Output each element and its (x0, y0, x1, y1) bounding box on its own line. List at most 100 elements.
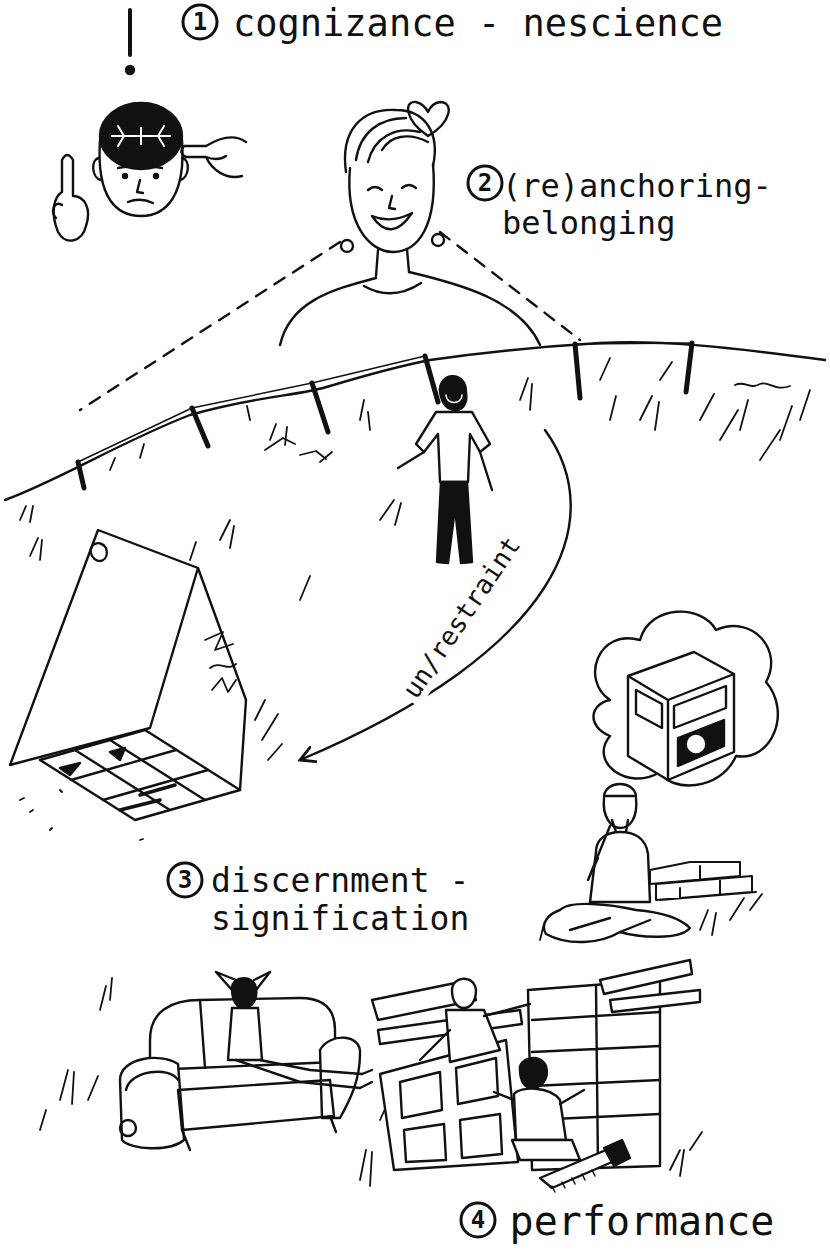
callout-number: 1 (193, 9, 207, 37)
smiling-woman (80, 232, 580, 410)
building-scene (446, 1010, 500, 1062)
sofa-scene (360, 1070, 372, 1088)
thought-cloud (636, 686, 726, 728)
arrow-label: un/restraint (395, 528, 529, 707)
thought-cloud (593, 612, 777, 786)
building-scene (494, 1090, 584, 1104)
curved-arrow (300, 430, 571, 760)
thinking-head (206, 156, 226, 159)
building-scene (600, 960, 700, 1012)
smiling-woman (382, 136, 428, 150)
thinking-head (53, 103, 246, 241)
thinking-head (154, 174, 158, 178)
stage-title: (re)anchoring- belonging (502, 168, 794, 242)
exclamation-symbol (128, 10, 132, 55)
stage-title: discernment - signification (211, 862, 533, 938)
thought-cloud (688, 736, 704, 752)
callout-number: 4 (471, 1207, 485, 1235)
thinking-head (100, 140, 183, 216)
smiling-woman (372, 213, 412, 229)
thought-cloud (628, 652, 734, 780)
building-scene (360, 1132, 702, 1186)
building-scene (520, 1058, 547, 1088)
sitting-man (590, 832, 650, 902)
thinking-head (112, 126, 170, 146)
sofa-scene (236, 1060, 362, 1088)
fenced-field (5, 342, 825, 500)
shed (205, 632, 236, 692)
sofa-scene (126, 1072, 178, 1090)
building-scene (552, 1170, 595, 1192)
smiling-woman (341, 240, 353, 252)
building-scene (400, 1058, 502, 1162)
walking-woman (416, 412, 490, 482)
sitting-man (604, 798, 637, 828)
sitting-man (650, 862, 756, 900)
sitting-man (544, 904, 690, 942)
shed (20, 700, 282, 840)
shed (198, 568, 246, 790)
sofa-scene (182, 1116, 336, 1150)
thinking-head (181, 137, 246, 177)
thinking-head (53, 204, 62, 218)
building-scene (420, 1004, 530, 1060)
shed (71, 740, 208, 810)
thinking-head (100, 103, 182, 169)
fenced-field (78, 343, 692, 488)
shed (40, 730, 240, 820)
thinking-head (180, 158, 188, 180)
shed (91, 543, 107, 561)
sofa-scene (120, 1058, 184, 1148)
stage-title: performance (510, 1198, 775, 1244)
smiling-woman (280, 278, 376, 345)
sofa-scene (120, 1120, 136, 1136)
sitting-man (570, 918, 650, 932)
building-scene (514, 1089, 566, 1140)
smiling-woman (376, 249, 409, 276)
walking-woman (446, 395, 462, 403)
building-scene (452, 979, 476, 1008)
thinking-head (123, 174, 127, 178)
sofa-scene (178, 1080, 334, 1130)
smiling-woman (345, 110, 435, 172)
callout-number: 2 (478, 170, 492, 198)
sofa-scene (320, 1038, 360, 1118)
sitting-man (540, 894, 762, 940)
sitting-man (612, 820, 628, 832)
sitting-man (540, 784, 762, 942)
smiling-woman (349, 164, 433, 252)
building-scene (360, 960, 702, 1192)
smiling-woman (409, 272, 540, 345)
building-scene (512, 1140, 580, 1160)
walking-woman (398, 376, 492, 563)
smiling-woman (389, 196, 395, 209)
sofa-scene (216, 972, 270, 990)
callout-number: 3 (178, 867, 192, 895)
thought-cloud (593, 612, 777, 786)
sofa-scene (232, 978, 256, 1008)
fenced-field (20, 358, 810, 522)
shed (10, 530, 198, 765)
smiling-woman (368, 130, 420, 162)
stage-title: cognizance - nescience (233, 3, 723, 46)
sofa-scene (40, 972, 396, 1150)
sofa-scene (40, 978, 396, 1130)
shed (60, 748, 125, 775)
illustration (5, 5, 825, 1237)
number-circle (468, 166, 502, 200)
shed (10, 530, 282, 840)
exclamation-symbol (126, 66, 134, 74)
thinking-head (93, 158, 101, 180)
thought-cloud (628, 674, 734, 780)
smiling-woman (432, 234, 444, 246)
number-circle (168, 863, 202, 897)
fenced-field (265, 438, 332, 462)
shed (120, 785, 175, 810)
thinking-head (54, 155, 88, 241)
number-circle (461, 1203, 495, 1237)
sitting-man (588, 826, 610, 880)
thinking-head (137, 180, 143, 193)
smiling-woman (80, 102, 580, 410)
smiling-woman (368, 185, 416, 190)
